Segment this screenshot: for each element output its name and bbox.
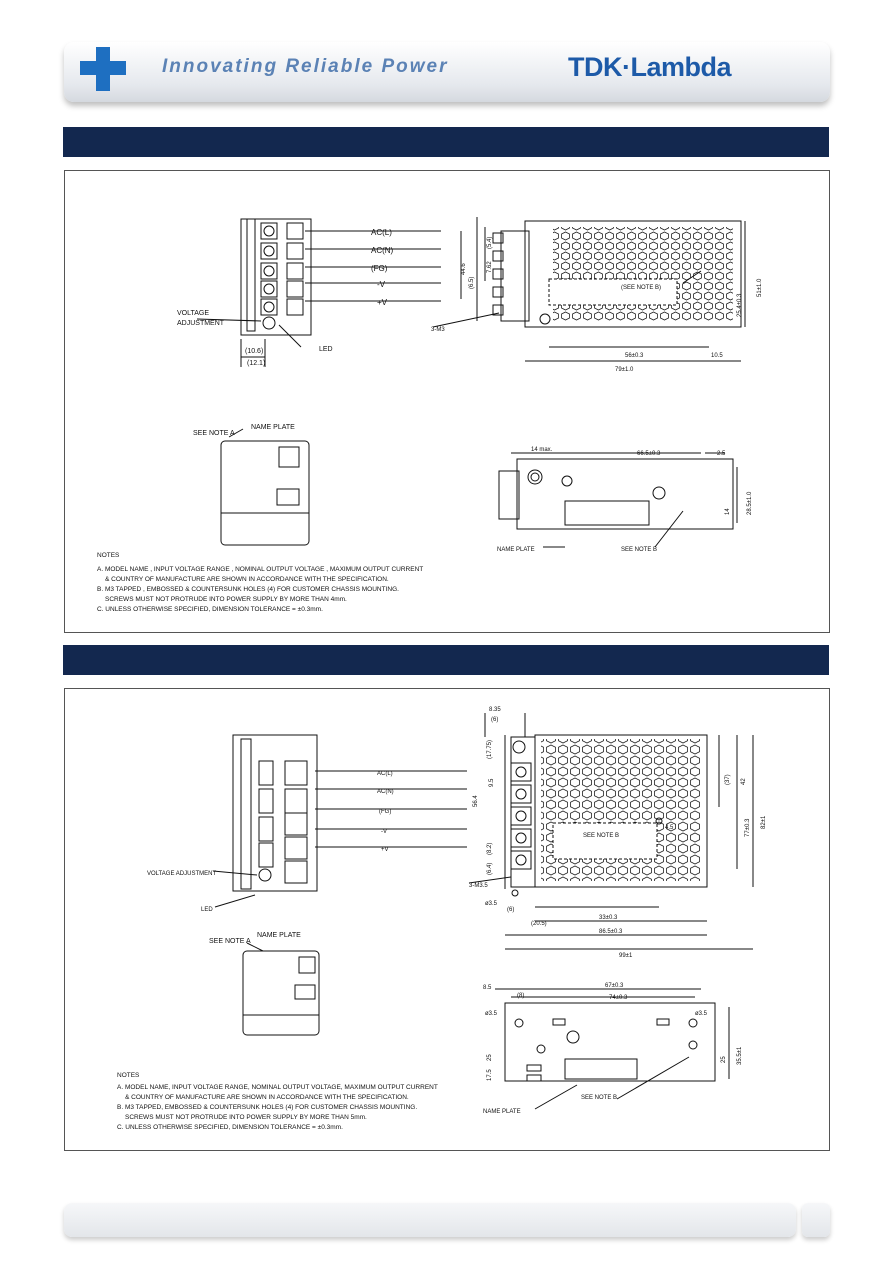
see-note-b-label: (SEE NOTE B) — [621, 285, 661, 291]
dimension: 17.5 — [487, 1069, 493, 1081]
name-plate-title: NAME PLATE — [251, 424, 295, 431]
dimension: 82±1 — [761, 815, 767, 829]
dimension: 35.5±1 — [737, 1046, 743, 1065]
dimension: (8) — [517, 993, 524, 999]
see-note-a-label: SEE NOTE A — [209, 938, 251, 945]
led-label: LED — [201, 907, 213, 913]
dimension: 86.5±0.3 — [599, 929, 623, 935]
dimension: 42 — [741, 778, 747, 785]
dimension: (5.4) — [487, 237, 493, 249]
dimension: 56±0.3 — [625, 353, 644, 359]
tagline: Innovating Reliable Power — [162, 56, 449, 77]
dimension: (6.5) — [469, 277, 475, 289]
drawing-panel-1: AC(L) AC(N) (FG) -V +V VOLTAGE ADJUSTMEN… — [64, 170, 830, 633]
dimension: 67±0.3 — [605, 983, 624, 989]
dimension: 56.4 — [473, 795, 479, 807]
dimension: 79±1.0 — [615, 367, 634, 373]
name-plate-label: NAME PLATE — [497, 547, 535, 553]
note-line: A. MODEL NAME, INPUT VOLTAGE RANGE, NOMI… — [117, 1084, 438, 1091]
dimension: 7.62 — [487, 261, 493, 273]
dimension: 2.5 — [717, 451, 726, 457]
dimension: ø3.5 — [695, 1011, 708, 1017]
terminal-label: AC(N) — [371, 246, 394, 255]
outline-drawing-2: AC(L) AC(N) (FG) -V +V VOLTAGE ADJUSTMEN… — [117, 707, 767, 1131]
page-number-box — [802, 1203, 830, 1237]
dimension: 44.6 — [461, 263, 467, 275]
section-bar-1 — [63, 127, 829, 157]
see-note-b-label: SEE NOTE B — [621, 547, 657, 553]
dimension: 3-M3.5 — [469, 883, 488, 889]
led-label: LED — [319, 346, 333, 353]
note-line: A. MODEL NAME , INPUT VOLTAGE RANGE , NO… — [97, 566, 423, 573]
note-line: SCREWS MUST NOT PROTRUDE INTO POWER SUPP… — [125, 1114, 367, 1121]
tdk-lambda-logo: TDK·Lambda — [568, 52, 732, 82]
dimension: 99±1 — [619, 953, 633, 959]
note-line: B. M3 TAPPED , EMBOSSED & COUNTERSUNK HO… — [97, 586, 399, 593]
dimension: (8.2) — [487, 843, 493, 855]
terminal-label: +V — [377, 298, 388, 307]
voltage-adjustment-label: VOLTAGE — [177, 310, 209, 317]
page-footer — [64, 1203, 796, 1237]
note-line: & COUNTRY OF MANUFACTURE ARE SHOWN IN AC… — [125, 1094, 409, 1101]
plus-logo-icon-bar — [80, 61, 126, 75]
terminal-label: AC(L) — [377, 771, 393, 777]
terminal-label: AC(L) — [371, 228, 392, 237]
see-note-a-label: SEE NOTE A — [193, 430, 235, 437]
terminal-label: (FG) — [379, 809, 391, 815]
dimension: 77±0.3 — [745, 818, 751, 837]
terminal-label: (FG) — [371, 264, 388, 273]
dimension: (10.6) — [245, 348, 263, 355]
outline-drawing-1: AC(L) AC(N) (FG) -V +V VOLTAGE ADJUSTMEN… — [97, 217, 763, 613]
dimension: 8.5 — [483, 985, 492, 991]
dimension: (6) — [491, 717, 498, 723]
dimension: 25.4±0.3 — [737, 293, 743, 317]
dimension: 14 — [725, 508, 731, 515]
dimension: 9.5 — [489, 778, 495, 787]
notes-title: NOTES — [97, 552, 120, 559]
dimension: 25 — [721, 1056, 727, 1063]
dimension: ø3.5 — [485, 1011, 498, 1017]
note-line: SCREWS MUST NOT PROTRUDE INTO POWER SUPP… — [105, 596, 347, 603]
page-header — [64, 42, 830, 102]
terminal-label: +V — [381, 847, 389, 853]
dimension: (20.5) — [531, 921, 547, 927]
dimension: 51±1.0 — [757, 278, 763, 297]
notes-title: NOTES — [117, 1072, 140, 1079]
dimension: (37) — [725, 774, 731, 785]
dimension: ø3.5 — [485, 901, 498, 907]
dimension: 25 — [487, 1054, 493, 1061]
drawing-panel-2: AC(L) AC(N) (FG) -V +V VOLTAGE ADJUSTMEN… — [64, 688, 830, 1151]
voltage-adjustment-label: VOLTAGE ADJUSTMENT — [147, 871, 216, 877]
name-plate-title: NAME PLATE — [257, 932, 301, 939]
terminal-label: -V — [381, 829, 387, 835]
dimension: 74±0.3 — [609, 995, 628, 1001]
dimension: 4.5 — [665, 825, 674, 831]
name-plate-label: NAME PLATE — [483, 1109, 521, 1115]
note-line: C. UNLESS OTHERWISE SPECIFIED, DIMENSION… — [97, 606, 323, 613]
note-line: B. M3 TAPPED, EMBOSSED & COUNTERSUNK HOL… — [117, 1104, 417, 1111]
note-line: C. UNLESS OTHERWISE SPECIFIED, DIMENSION… — [117, 1124, 343, 1131]
dimension: 33±0.3 — [599, 915, 618, 921]
section-bar-2 — [63, 645, 829, 675]
dimension: 3-M3 — [431, 327, 445, 333]
see-note-b-label: SEE NOTE B — [583, 833, 619, 839]
dimension: (12.1) — [247, 360, 265, 367]
terminal-label: AC(N) — [377, 789, 394, 795]
see-note-b-label: SEE NOTE B — [581, 1095, 617, 1101]
dimension: 10.5 — [711, 353, 723, 359]
dimension: (17.75) — [487, 740, 493, 759]
dimension: (6.4) — [487, 863, 493, 875]
dimension: 14 max. — [531, 447, 553, 453]
terminal-label: -V — [377, 280, 386, 289]
dimension: 28.5±1.0 — [747, 491, 753, 515]
voltage-adjustment-label: ADJUSTMENT — [177, 320, 225, 327]
dimension: 8.35 — [489, 707, 501, 713]
note-line: & COUNTRY OF MANUFACTURE ARE SHOWN IN AC… — [105, 576, 389, 583]
dimension: 66.5±0.3 — [637, 451, 661, 457]
dimension: (6) — [507, 907, 514, 913]
